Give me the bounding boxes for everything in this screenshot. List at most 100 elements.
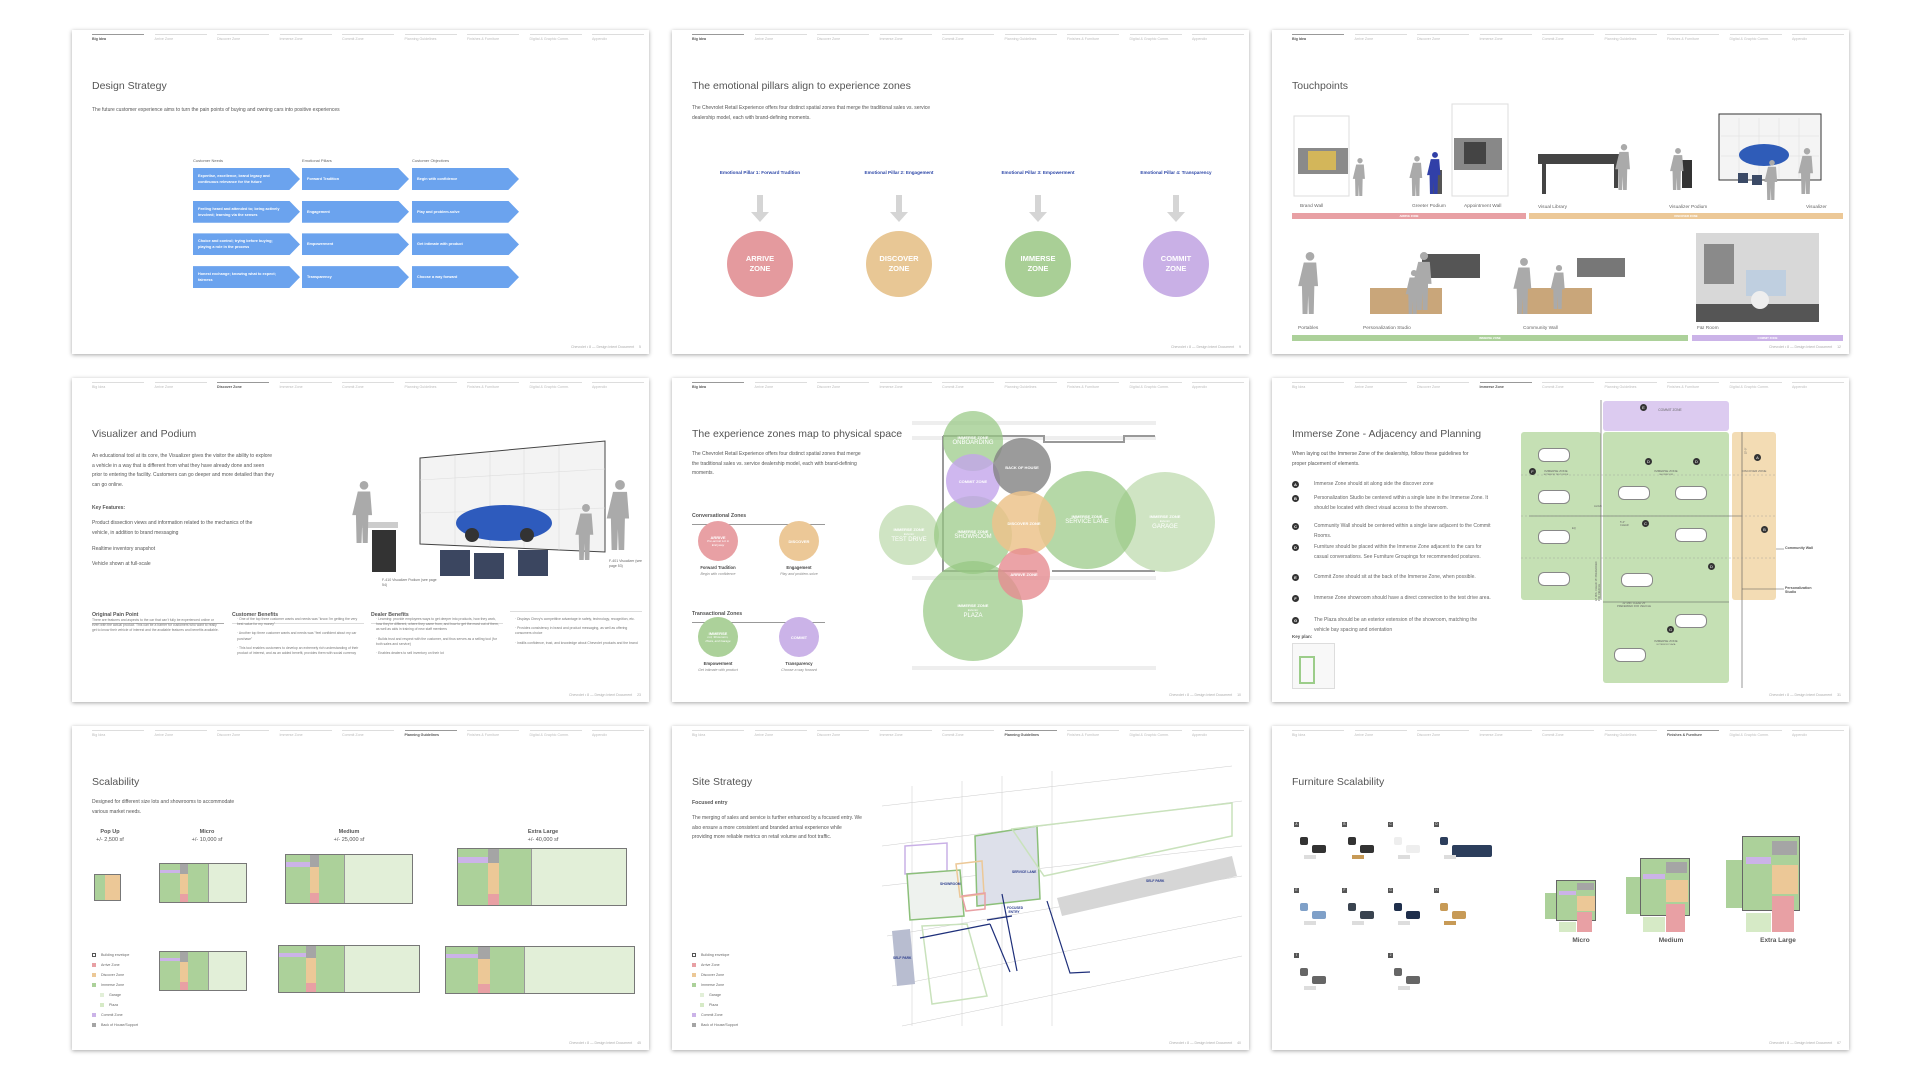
nav-tab-arrive-zone[interactable]: Arrive Zone	[754, 730, 807, 737]
nav-tab-finishes-furniture[interactable]: Finishes & Furniture	[1667, 730, 1719, 737]
nav-tab-immerse-zone[interactable]: Immerse Zone	[1479, 730, 1532, 737]
nav-tab-finishes-furniture[interactable]: Finishes & Furniture	[1667, 34, 1719, 41]
nav-tab-big-idea[interactable]: Big Idea	[692, 34, 744, 41]
slide-subtitle: Designed for different size lots and sho…	[92, 799, 235, 815]
nav-tab-appendix[interactable]: Appendix	[1192, 34, 1244, 41]
nav-tab-commit-zone[interactable]: Commit Zone	[942, 382, 994, 389]
nav-tab-planning-guidelines[interactable]: Planning Guidelines	[1004, 730, 1057, 737]
nav-tab-discover-zone[interactable]: Discover Zone	[817, 34, 869, 41]
nav-tab-planning-guidelines[interactable]: Planning Guidelines	[1004, 34, 1057, 41]
slide-emotional-pillars[interactable]: Big Idea Arrive Zone Discover Zone Immerse …	[672, 30, 1249, 354]
slide-design-strategy[interactable]: Big Idea Arrive Zone Discover Zone Immerse …	[72, 30, 649, 354]
nav-tab-arrive-zone[interactable]: Arrive Zone	[1354, 34, 1407, 41]
slide-zones-map[interactable]: Big Idea Arrive Zone Discover Zone Immerse …	[672, 378, 1249, 702]
nav-tab-appendix[interactable]: Appendix	[592, 730, 644, 737]
nav-tab-discover-zone[interactable]: Discover Zone	[1417, 34, 1469, 41]
nav-tab-immerse-zone[interactable]: Immerse Zone	[1479, 34, 1532, 41]
nav-tab-digital-graphic-comm-[interactable]: Digital & Graphic Comm.	[1729, 382, 1782, 389]
nav-tab-discover-zone[interactable]: Discover Zone	[817, 382, 869, 389]
map-label-self-park: SELF PARK	[1146, 879, 1165, 883]
nav-tab-immerse-zone[interactable]: Immerse Zone	[879, 730, 932, 737]
nav-tab-commit-zone[interactable]: Commit Zone	[1542, 730, 1594, 737]
nav-tab-finishes-furniture[interactable]: Finishes & Furniture	[467, 34, 519, 41]
nav-tab-big-idea[interactable]: Big Idea	[1292, 382, 1344, 389]
nav-tab-appendix[interactable]: Appendix	[592, 382, 644, 389]
slide-touchpoints[interactable]: Big Idea Arrive Zone Discover Zone Immerse …	[1272, 30, 1849, 354]
zone-name: ARRIVE	[710, 534, 726, 540]
nav-tab-commit-zone[interactable]: Commit Zone	[942, 730, 994, 737]
nav-tab-big-idea[interactable]: Big Idea	[1292, 34, 1344, 41]
nav-tab-planning-guidelines[interactable]: Planning Guidelines	[404, 34, 457, 41]
nav-tab-commit-zone[interactable]: Commit Zone	[942, 34, 994, 41]
nav-tab-discover-zone[interactable]: Discover Zone	[1417, 382, 1469, 389]
nav-tab-planning-guidelines[interactable]: Planning Guidelines	[404, 730, 457, 737]
nav-tab-immerse-zone[interactable]: Immerse Zone	[879, 382, 932, 389]
nav-tab-appendix[interactable]: Appendix	[1192, 382, 1244, 389]
nav-tab-finishes-furniture[interactable]: Finishes & Furniture	[1067, 382, 1119, 389]
nav-tab-digital-graphic-comm-[interactable]: Digital & Graphic Comm.	[1729, 730, 1782, 737]
nav-tab-finishes-furniture[interactable]: Finishes & Furniture	[467, 382, 519, 389]
slide-site-strategy[interactable]: Big Idea Arrive Zone Discover Zone Immerse …	[672, 726, 1249, 1050]
visualizer-illustration	[1682, 113, 1822, 188]
nav-tab-planning-guidelines[interactable]: Planning Guidelines	[1004, 382, 1057, 389]
nav-tab-appendix[interactable]: Appendix	[1792, 730, 1844, 737]
nav-tab-commit-zone[interactable]: Commit Zone	[342, 382, 394, 389]
slide-scalability[interactable]: Big Idea Arrive Zone Discover Zone Immerse …	[72, 726, 649, 1050]
nav-tab-arrive-zone[interactable]: Arrive Zone	[754, 34, 807, 41]
nav-tab-commit-zone[interactable]: Commit Zone	[342, 34, 394, 41]
nav-tab-commit-zone[interactable]: Commit Zone	[342, 730, 394, 737]
slide-immerse-adjacency[interactable]: Big Idea Arrive Zone Discover Zone Immerse …	[1272, 378, 1849, 702]
nav-tab-discover-zone[interactable]: Discover Zone	[217, 382, 269, 389]
nav-tab-appendix[interactable]: Appendix	[1192, 730, 1244, 737]
nav-tab-digital-graphic-comm-[interactable]: Digital & Graphic Comm.	[1129, 730, 1182, 737]
nav-tab-arrive-zone[interactable]: Arrive Zone	[1354, 382, 1407, 389]
floor-plan	[159, 863, 247, 903]
nav-tab-planning-guidelines[interactable]: Planning Guidelines	[1604, 34, 1657, 41]
nav-tab-arrive-zone[interactable]: Arrive Zone	[154, 34, 207, 41]
touchpoint-label: Personalization Studio	[1363, 326, 1411, 331]
nav-tab-arrive-zone[interactable]: Arrive Zone	[154, 382, 207, 389]
nav-tab-big-idea[interactable]: Big Idea	[1292, 730, 1344, 737]
nav-tab-finishes-furniture[interactable]: Finishes & Furniture	[1667, 382, 1719, 389]
nav-tab-immerse-zone[interactable]: Immerse Zone	[279, 382, 332, 389]
nav-tab-planning-guidelines[interactable]: Planning Guidelines	[1604, 382, 1657, 389]
nav-tab-discover-zone[interactable]: Discover Zone	[1417, 730, 1469, 737]
nav-tab-digital-graphic-comm-[interactable]: Digital & Graphic Comm.	[1129, 34, 1182, 41]
slide-furniture-scalability[interactable]: Big Idea Arrive Zone Discover Zone Immerse …	[1272, 726, 1849, 1050]
nav-tab-digital-graphic-comm-[interactable]: Digital & Graphic Comm.	[529, 34, 582, 41]
nav-tab-immerse-zone[interactable]: Immerse Zone	[279, 730, 332, 737]
nav-tab-digital-graphic-comm-[interactable]: Digital & Graphic Comm.	[1729, 34, 1782, 41]
nav-tab-commit-zone[interactable]: Commit Zone	[1542, 34, 1594, 41]
column-header: Customer Needs	[193, 158, 224, 163]
nav-tab-big-idea[interactable]: Big Idea	[92, 34, 144, 41]
nav-tab-digital-graphic-comm-[interactable]: Digital & Graphic Comm.	[529, 730, 582, 737]
nav-tab-digital-graphic-comm-[interactable]: Digital & Graphic Comm.	[529, 382, 582, 389]
nav-tab-big-idea[interactable]: Big Idea	[692, 382, 744, 389]
furniture-plan	[1626, 858, 1702, 932]
guideline-key: G	[1292, 617, 1299, 624]
nav-tab-discover-zone[interactable]: Discover Zone	[217, 730, 269, 737]
nav-tab-big-idea[interactable]: Big Idea	[692, 730, 744, 737]
nav-tab-finishes-furniture[interactable]: Finishes & Furniture	[467, 730, 519, 737]
nav-tab-appendix[interactable]: Appendix	[592, 34, 644, 41]
nav-tab-big-idea[interactable]: Big Idea	[92, 730, 144, 737]
nav-tab-arrive-zone[interactable]: Arrive Zone	[1354, 730, 1407, 737]
nav-tab-commit-zone[interactable]: Commit Zone	[1542, 382, 1594, 389]
slide-visualizer-podium[interactable]: Big Idea Arrive Zone Discover Zone Immerse …	[72, 378, 649, 702]
nav-tab-discover-zone[interactable]: Discover Zone	[817, 730, 869, 737]
nav-tab-discover-zone[interactable]: Discover Zone	[217, 34, 269, 41]
nav-tab-immerse-zone[interactable]: Immerse Zone	[279, 34, 332, 41]
nav-tab-finishes-furniture[interactable]: Finishes & Furniture	[1067, 34, 1119, 41]
nav-tab-digital-graphic-comm-[interactable]: Digital & Graphic Comm.	[1129, 382, 1182, 389]
nav-tab-planning-guidelines[interactable]: Planning Guidelines	[1604, 730, 1657, 737]
boh-area	[1577, 882, 1594, 891]
nav-tab-immerse-zone[interactable]: Immerse Zone	[879, 34, 932, 41]
nav-tab-finishes-furniture[interactable]: Finishes & Furniture	[1067, 730, 1119, 737]
nav-tab-appendix[interactable]: Appendix	[1792, 34, 1844, 41]
nav-tab-immerse-zone[interactable]: Immerse Zone	[1479, 382, 1532, 389]
nav-tab-appendix[interactable]: Appendix	[1792, 382, 1844, 389]
nav-tab-planning-guidelines[interactable]: Planning Guidelines	[404, 382, 457, 389]
nav-tab-arrive-zone[interactable]: Arrive Zone	[754, 382, 807, 389]
nav-tab-arrive-zone[interactable]: Arrive Zone	[154, 730, 207, 737]
nav-tab-big-idea[interactable]: Big Idea	[92, 382, 144, 389]
